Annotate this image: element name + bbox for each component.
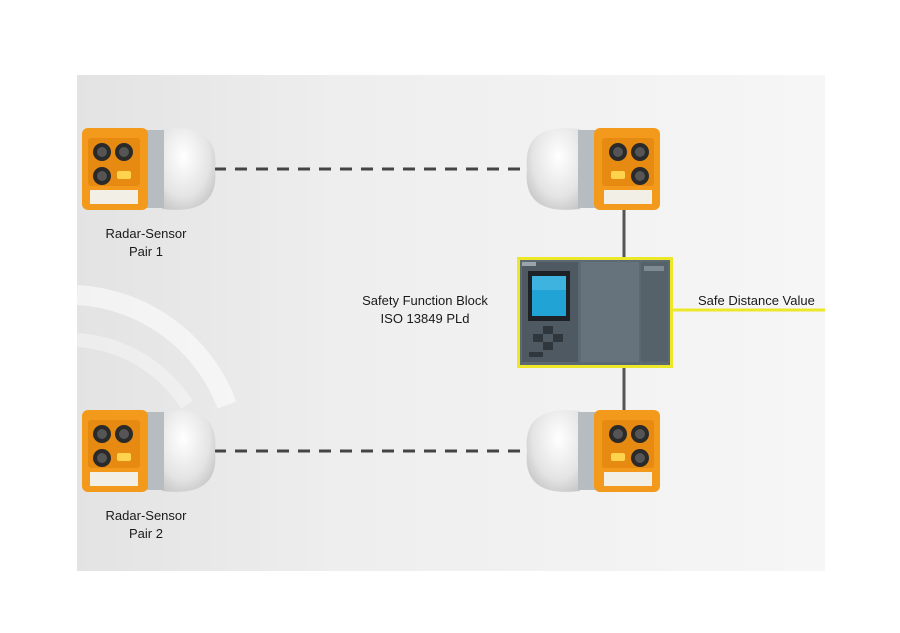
radar-sensor-pair1-right — [522, 124, 662, 214]
radar-sensor-pair2-left — [80, 406, 220, 496]
background-arcs — [77, 285, 237, 409]
sensor-pair-1-label-line1: Radar-Sensor — [105, 226, 187, 241]
radar-sensor-pair1-left — [80, 124, 220, 214]
safety-function-block-title: Safety Function Block — [362, 293, 488, 308]
safety-function-block-standard: ISO 13849 PLd — [380, 311, 470, 326]
sensor-pair-1-label: Radar-Sensor Pair 1 — [96, 225, 196, 261]
sensor-pair-1-label-line2: Pair 1 — [129, 244, 163, 259]
sensor-pair-2-label-line1: Radar-Sensor — [105, 508, 187, 523]
sensor-pair-2-label-line2: Pair 2 — [129, 526, 163, 541]
safety-controller — [517, 257, 673, 368]
radar-sensor-pair2-right — [522, 406, 662, 496]
sensor-pair-2-label: Radar-Sensor Pair 2 — [96, 507, 196, 543]
safety-function-block-label: Safety Function Block ISO 13849 PLd — [345, 292, 505, 328]
safe-distance-output-label: Safe Distance Value — [698, 293, 815, 308]
